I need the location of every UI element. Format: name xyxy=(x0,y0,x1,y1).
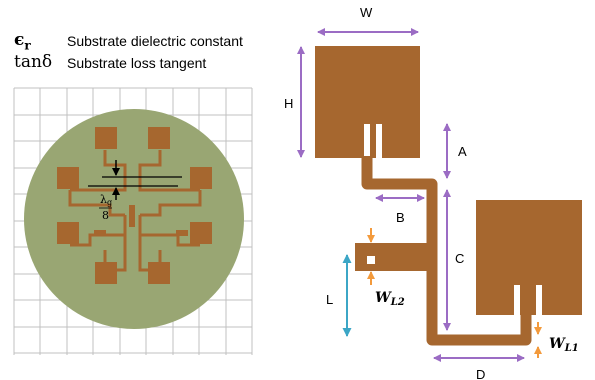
array-patch-bottom-left xyxy=(95,262,117,284)
legend: ϵr Substrate dielectric constant tanδ Su… xyxy=(0,0,300,80)
array-patches xyxy=(57,127,212,284)
lambda-spacing-marker xyxy=(88,160,182,200)
array-view: λg 8 xyxy=(13,87,253,355)
dim-H-label: H xyxy=(284,96,293,111)
array-patch-top-left xyxy=(95,127,117,149)
array-feed-block-a xyxy=(94,230,106,236)
upper-patch xyxy=(315,46,420,158)
lambda-label: λg xyxy=(100,193,112,207)
feed-stub-tip xyxy=(367,256,375,264)
array-feed-block-b xyxy=(176,230,188,236)
dielectric-constant-description: Substrate dielectric constant xyxy=(67,33,243,49)
dim-C-label: C xyxy=(455,251,464,266)
array-patch-top-right xyxy=(148,127,170,149)
dim-L-label: L xyxy=(326,292,333,307)
dim-B-label: B xyxy=(396,210,405,225)
array-patch-bottom-right xyxy=(148,262,170,284)
array-feed-stub xyxy=(129,205,135,227)
array-patch-lower-right xyxy=(190,222,212,244)
lower-patch xyxy=(476,200,582,315)
element-view: W H A B C D L WL2 WL1 xyxy=(284,5,582,380)
array-patch-upper-right xyxy=(190,167,212,189)
dielectric-constant-symbol: ϵr xyxy=(14,30,31,53)
dim-WL2-label: WL2 xyxy=(375,290,405,308)
loss-tangent-description: Substrate loss tangent xyxy=(67,55,207,71)
lambda-denominator: 8 xyxy=(102,209,109,222)
loss-tangent-symbol: tanδ xyxy=(14,52,53,72)
dim-A-label: A xyxy=(458,144,467,159)
array-patch-lower-left xyxy=(57,222,79,244)
dim-WL1-label: WL1 xyxy=(549,336,579,354)
array-patch-upper-left xyxy=(57,167,79,189)
dim-W-label: W xyxy=(360,5,373,20)
dim-D-label: D xyxy=(476,367,485,380)
